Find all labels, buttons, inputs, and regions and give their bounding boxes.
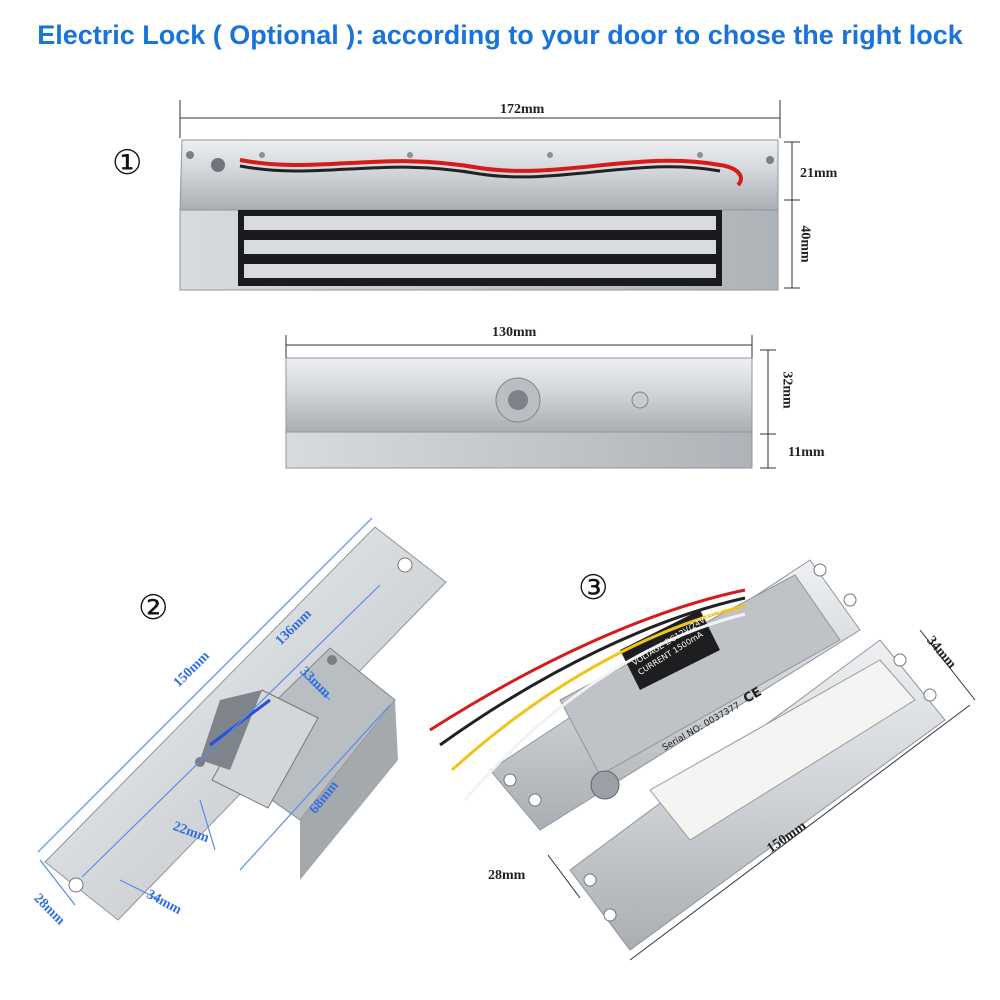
dimension-lines-lock1 [179,100,800,289]
armature-length-label: 130mm [492,325,537,340]
armature-height-label: 32mm [779,371,795,409]
lock3-number: ③ [578,568,609,608]
bolt-lock-top-view [429,559,861,831]
bolt-lock-bottom-view [569,639,946,951]
page-title: Electric Lock ( Optional ): according to… [37,20,963,50]
dimension-lines-lock3 [547,629,976,961]
lock1-number: ① [112,143,143,183]
dimension-lines-lock2 [37,517,391,906]
lock3-height-label: 28mm [488,868,526,883]
lock1-depth-label: 40mm [797,225,813,263]
armature-depth-label: 11mm [788,445,825,460]
lock2-number: ② [138,588,169,628]
armature-plate [285,357,753,469]
lock1-length-label: 172mm [500,102,545,117]
electric-strike [44,526,447,921]
magnetic-lock [179,139,779,291]
dimension-lines-armature [285,335,776,469]
lock1-height-label: 21mm [800,166,838,181]
